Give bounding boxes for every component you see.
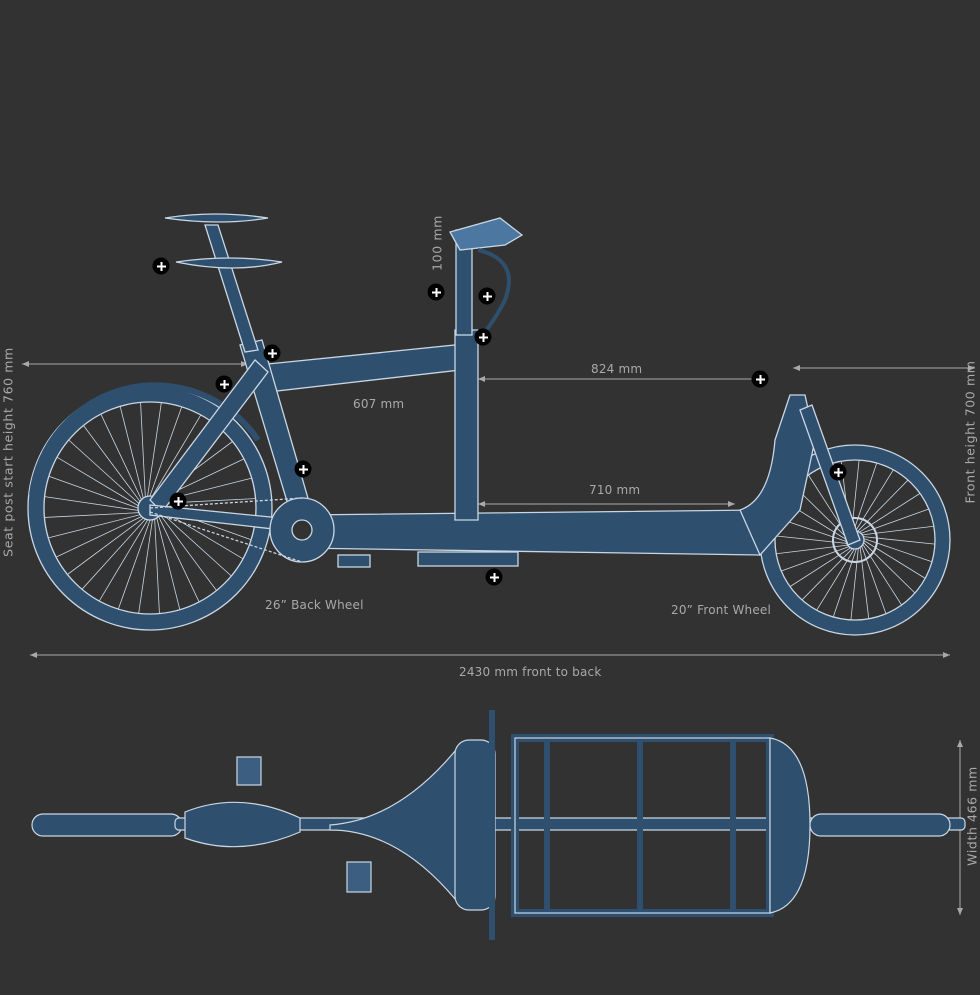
spoke (48, 513, 145, 539)
spoke (816, 547, 856, 611)
cargo-bottom-label: 710 mm (589, 483, 641, 497)
spoke (794, 486, 848, 539)
hotspot-frame-lock-plus-icon[interactable] (294, 460, 312, 478)
width-label: Width 466 mm (964, 766, 980, 866)
spoke (68, 439, 143, 507)
total-length-label: 2430 mm front to back (459, 665, 602, 679)
top-rear-wheel (31, 813, 183, 837)
spoke (775, 535, 848, 544)
top-front-wheel (809, 813, 951, 837)
hotspot-rear-hub-plus-icon[interactable] (169, 492, 187, 510)
frame (149, 329, 861, 568)
spoke (56, 456, 143, 509)
cargo-top-label: 824 mm (591, 362, 643, 376)
spoke (781, 545, 851, 572)
hotspot-stem-plus-icon[interactable] (427, 283, 445, 301)
spoke (48, 475, 143, 510)
spoke (98, 515, 151, 602)
seat-post-height-label: Seat post start height 760 mm (0, 347, 16, 557)
spoke (854, 469, 894, 533)
spoke (140, 402, 146, 502)
back-wheel-label: 26” Back Wheel (265, 598, 364, 612)
spoke (148, 406, 183, 501)
spoke (67, 515, 148, 575)
spoke (862, 536, 935, 545)
hotspot-cargo-bay-plus-icon[interactable] (751, 370, 769, 388)
spoke (789, 546, 852, 587)
spoke (149, 414, 202, 501)
spoke (862, 537, 933, 563)
hotspot-brake-lever-plus-icon[interactable] (478, 287, 496, 305)
spoke (146, 402, 162, 501)
spoke (862, 541, 916, 594)
spoke (861, 543, 902, 606)
spoke (44, 512, 144, 518)
spoke (83, 425, 143, 506)
spoke (44, 496, 143, 512)
stem-height-label: 100 mm (429, 215, 445, 271)
spoke (155, 513, 181, 610)
top-tube-label: 607 mm (353, 397, 405, 411)
spoke (100, 413, 144, 504)
spoke (157, 509, 232, 577)
spoke (861, 525, 934, 536)
hotspot-front-fork-plus-icon[interactable] (829, 463, 847, 481)
spoke (859, 546, 870, 619)
spoke (154, 514, 160, 614)
spoke (55, 514, 146, 558)
spoke (858, 493, 921, 534)
spoke (850, 547, 859, 620)
hotspot-kickstand-plus-icon[interactable] (485, 568, 503, 586)
spoke (776, 544, 849, 555)
spoke (157, 510, 217, 591)
top-view (31, 710, 966, 940)
spoke (138, 515, 154, 614)
hotspot-seat-clamp-plus-icon[interactable] (263, 344, 281, 362)
front-height-label: Front height 700 mm (962, 360, 978, 504)
hotspot-saddle-plus-icon[interactable] (152, 257, 170, 275)
hotspot-seat-stay-plus-icon[interactable] (215, 375, 233, 393)
spoke (832, 547, 858, 618)
spoke (862, 539, 926, 579)
spoke (156, 512, 200, 603)
spoke (852, 462, 878, 533)
spoke (81, 515, 149, 590)
spoke (859, 508, 929, 535)
spoke (856, 479, 909, 533)
side-view (27, 213, 951, 636)
hotspot-handlebar-cable-plus-icon[interactable] (474, 328, 492, 346)
spoke (801, 547, 854, 601)
spoke (860, 544, 887, 614)
spoke (119, 406, 145, 503)
front-wheel-label: 20” Front Wheel (671, 603, 772, 617)
spoke (117, 515, 152, 610)
